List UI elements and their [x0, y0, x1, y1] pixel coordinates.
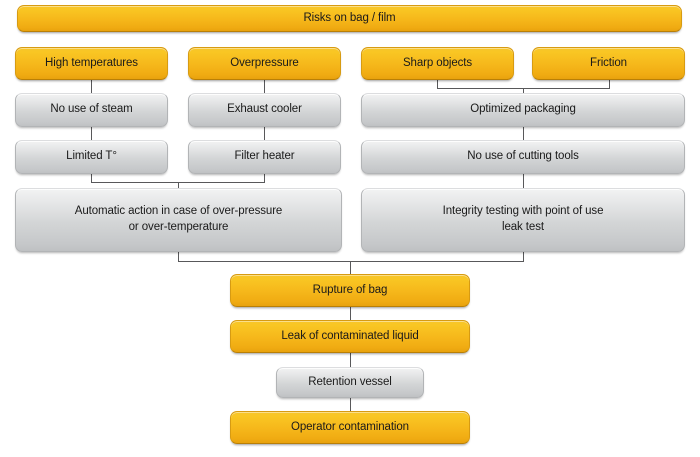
connector-join-to-rupture-of-bag: [350, 261, 351, 274]
node-label: Filter heater: [234, 150, 295, 163]
node-label: No use of steam: [50, 103, 133, 116]
node-label: Risks on bag / film: [303, 11, 396, 24]
node-label: Rupture of bag: [312, 283, 388, 296]
node-label: Leak of contaminated liquid: [281, 329, 419, 342]
connector-optimized-packaging-to-no-use-of-cutting-tools: [523, 127, 524, 140]
node-label: Overpressure: [230, 56, 299, 69]
node-label: No use of cutting tools: [467, 150, 579, 163]
connector-no-use-of-cutting-tools-to-integrity-testing: [523, 174, 524, 188]
node-control-exhaust-cooler[interactable]: Exhaust cooler: [188, 93, 341, 127]
node-control-filter-heater[interactable]: Filter heater: [188, 140, 341, 174]
node-label: Sharp objects: [402, 56, 473, 69]
connector-overpressure-to-exhaust-cooler: [264, 80, 265, 93]
connector-limited-t-down: [91, 174, 92, 183]
node-risk-high-temperatures[interactable]: High temperatures: [15, 47, 168, 80]
node-risk-friction[interactable]: Friction: [532, 47, 685, 80]
node-label: Integrity testing with point of use leak…: [442, 205, 604, 233]
connector-exhaust-cooler-to-filter-heater: [264, 127, 265, 140]
connector-join-to-optimized-packaging: [523, 88, 524, 93]
node-label: Operator contamination: [291, 420, 409, 433]
node-control-integrity-testing[interactable]: Integrity testing with point of use leak…: [361, 188, 685, 252]
node-control-no-use-of-steam[interactable]: No use of steam: [15, 93, 168, 127]
node-label: Retention vessel: [308, 375, 392, 388]
node-label: Automatic action in case of over-pressur…: [74, 205, 283, 233]
node-label: Limited T°: [66, 150, 117, 163]
node-control-limited-temperature[interactable]: Limited T°: [15, 140, 168, 174]
node-label: High temperatures: [45, 56, 138, 69]
connector-friction-down: [609, 80, 610, 89]
connector-high-temperatures-to-no-use-of-steam: [91, 80, 92, 93]
node-label: Exhaust cooler: [227, 103, 302, 116]
connector-join-to-automatic-action: [178, 182, 179, 188]
node-control-automatic-action[interactable]: Automatic action in case of over-pressur…: [15, 188, 342, 252]
connector-rupture-to-leak: [350, 307, 351, 321]
node-risk-sharp-objects[interactable]: Sharp objects: [361, 47, 514, 80]
node-label: Friction: [590, 56, 627, 69]
connector-sharp-objects-down: [437, 80, 438, 89]
connector-retention-vessel-to-operator-contamination: [350, 397, 351, 411]
node-outcome-operator-contamination[interactable]: Operator contamination: [230, 411, 470, 444]
connector-filter-heater-down: [264, 174, 265, 183]
node-label: Optimized packaging: [470, 103, 576, 116]
node-control-optimized-packaging[interactable]: Optimized packaging: [361, 93, 685, 127]
connector-automatic-integrity-join: [178, 261, 524, 262]
connector-no-use-of-steam-to-limited-t: [91, 127, 92, 140]
connector-leak-to-retention-vessel: [350, 353, 351, 367]
node-outcome-leak-of-contaminated-liquid[interactable]: Leak of contaminated liquid: [230, 320, 470, 353]
connector-automatic-action-down: [178, 252, 179, 262]
node-control-retention-vessel[interactable]: Retention vessel: [276, 367, 424, 398]
node-outcome-rupture-of-bag[interactable]: Rupture of bag: [230, 274, 470, 307]
node-control-no-use-of-cutting-tools[interactable]: No use of cutting tools: [361, 140, 685, 174]
node-header-risks-on-bag-film[interactable]: Risks on bag / film: [17, 5, 682, 32]
node-risk-overpressure[interactable]: Overpressure: [188, 47, 341, 80]
connector-integrity-testing-down: [523, 252, 524, 262]
